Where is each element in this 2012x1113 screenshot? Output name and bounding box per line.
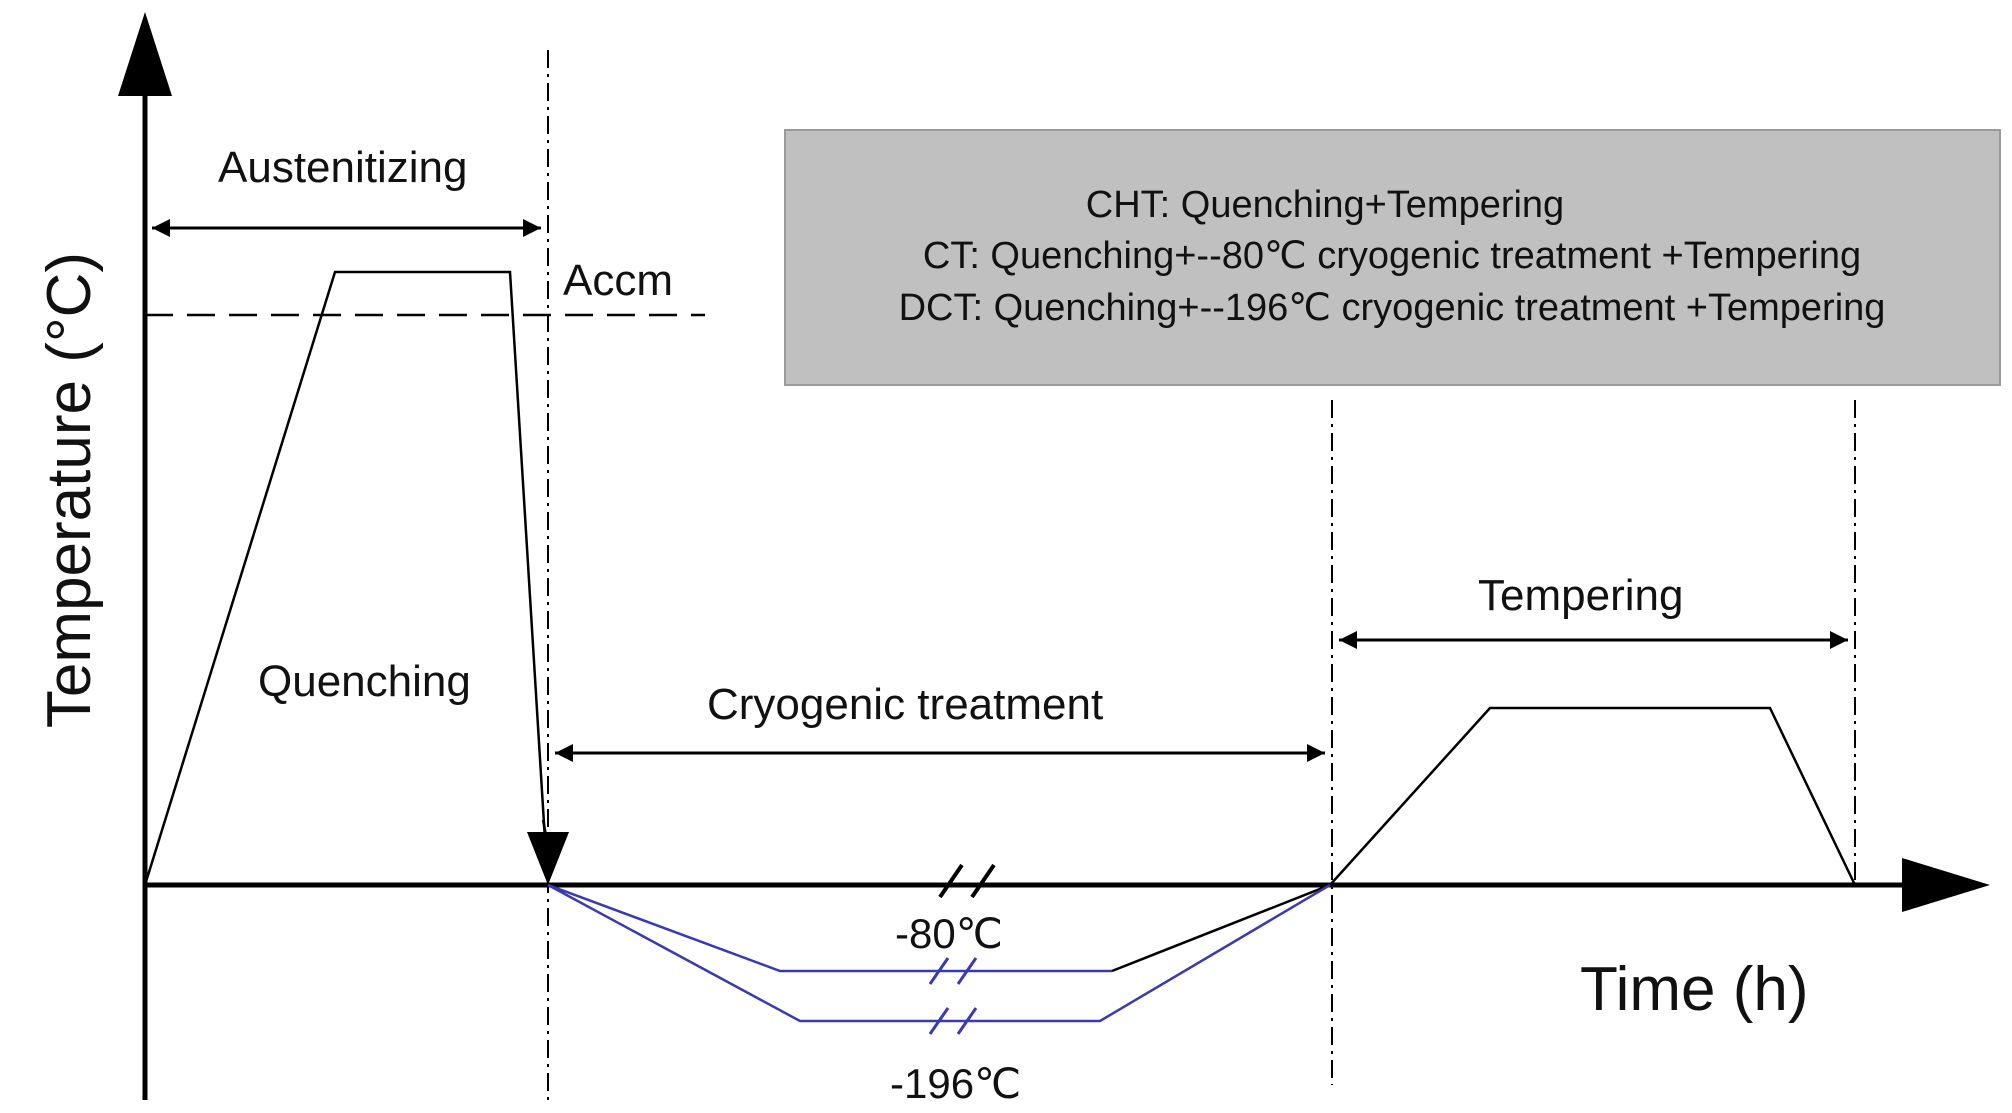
y-axis-arrowhead — [118, 12, 172, 96]
x-axis-label: Time (h) — [1580, 955, 1808, 1024]
x-axis-arrowhead — [1902, 858, 1990, 912]
quenching-label: Quenching — [258, 657, 471, 706]
minus80-label: -80℃ — [895, 910, 1003, 957]
quenching-arrowhead — [527, 832, 569, 885]
tempering-profile — [1329, 706, 1857, 886]
ct-80-curve — [547, 883, 1112, 973]
cryogenic-treatment-label: Cryogenic treatment — [707, 680, 1103, 729]
austenitizing-label: Austenitizing — [218, 143, 467, 192]
legend-line-dct: DCT: Quenching+--196℃ cryogenic treatmen… — [899, 287, 1886, 329]
ct-80-break-mark — [956, 957, 978, 985]
ct-80-break-mark — [928, 957, 950, 985]
y-axis-label: Temperature (°C) — [35, 252, 104, 728]
x-axis-break-mark — [938, 863, 964, 899]
x-axis-break-mark — [970, 863, 996, 899]
legend-box — [784, 129, 2001, 386]
dct-196-curve — [547, 883, 1331, 1023]
minus196-label: -196℃ — [890, 1060, 1021, 1107]
legend-line-ct: CT: Quenching+--80℃ cryogenic treatment … — [923, 235, 1861, 277]
tempering-label: Tempering — [1478, 571, 1683, 620]
dct-196-break-mark — [956, 1007, 978, 1035]
legend-line-cht: CHT: Quenching+Tempering — [1086, 184, 1564, 226]
accm-label: Accm — [563, 256, 673, 305]
austenitizing-profile — [143, 270, 547, 886]
dct-196-break-mark — [928, 1007, 950, 1035]
ct-80-return — [1111, 883, 1331, 973]
